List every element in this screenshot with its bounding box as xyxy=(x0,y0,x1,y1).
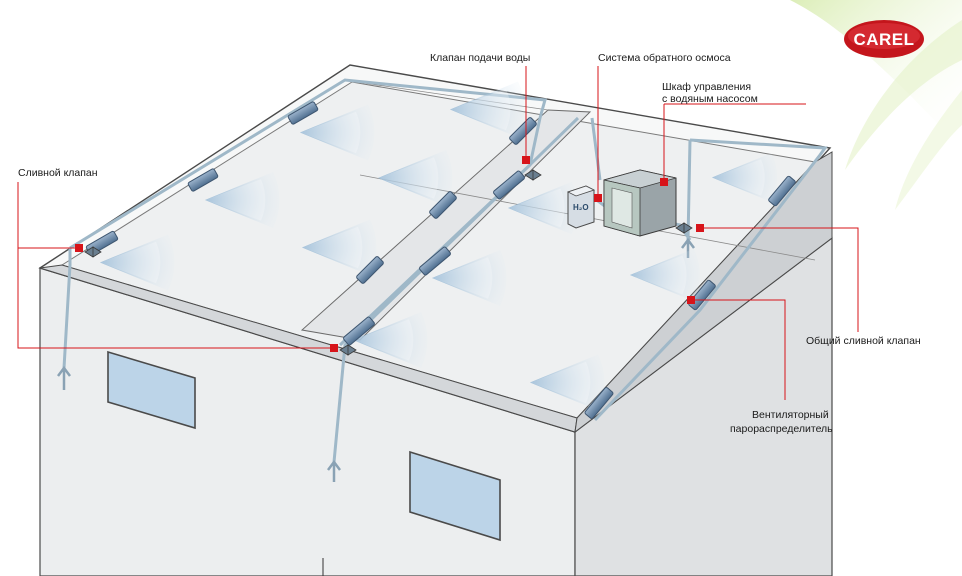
label-fan-line1: Вентиляторный xyxy=(752,409,829,421)
label-fan-line2: парораспределитель xyxy=(730,423,833,435)
pipe-outlets xyxy=(57,237,695,482)
red-markers xyxy=(75,156,704,352)
marker-water-valve xyxy=(522,156,530,164)
fan-steam-distributors xyxy=(85,101,796,419)
labels: Клапан подачи воды Система обратного осм… xyxy=(18,52,921,435)
marker-ro-system xyxy=(594,194,602,202)
leader-lines xyxy=(17,66,859,400)
marker-drain-valve-2 xyxy=(330,344,338,352)
marker-drain-valve xyxy=(75,244,83,252)
label-ro-system: Система обратного осмоса xyxy=(598,52,731,64)
valve-symbols xyxy=(84,169,693,356)
h2o-label: H₂O xyxy=(573,203,589,212)
label-cabinet-line2: с водяным насосом xyxy=(662,93,758,105)
label-common-drain: Общий сливной клапан xyxy=(806,335,921,347)
marker-fan-distributor xyxy=(687,296,695,304)
carel-logo: CAREL xyxy=(844,20,924,58)
control-cabinet xyxy=(603,169,677,237)
marker-cabinet xyxy=(660,178,668,186)
ro-system-unit: H₂O xyxy=(566,185,596,229)
label-cabinet-line1: Шкаф управления xyxy=(662,81,751,93)
logo-text: CAREL xyxy=(853,30,914,49)
label-water-valve: Клапан подачи воды xyxy=(430,52,530,64)
label-drain-valve: Сливной клапан xyxy=(18,167,98,179)
marker-common-drain xyxy=(696,224,704,232)
